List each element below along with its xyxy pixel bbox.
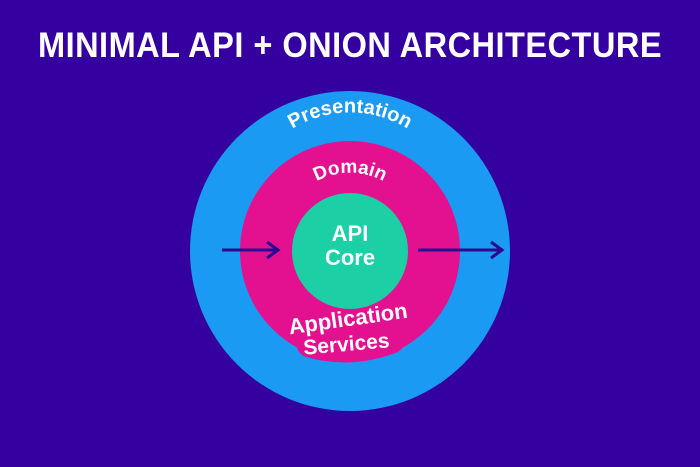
arrow-right-icon	[222, 240, 281, 260]
core-label-line1: API	[332, 221, 369, 246]
page-title: MINIMAL API + ONION ARCHITECTURE	[37, 26, 663, 65]
api-core	[292, 193, 408, 309]
core-label-line2: Core	[325, 245, 375, 270]
arrow-right-icon	[418, 240, 505, 260]
